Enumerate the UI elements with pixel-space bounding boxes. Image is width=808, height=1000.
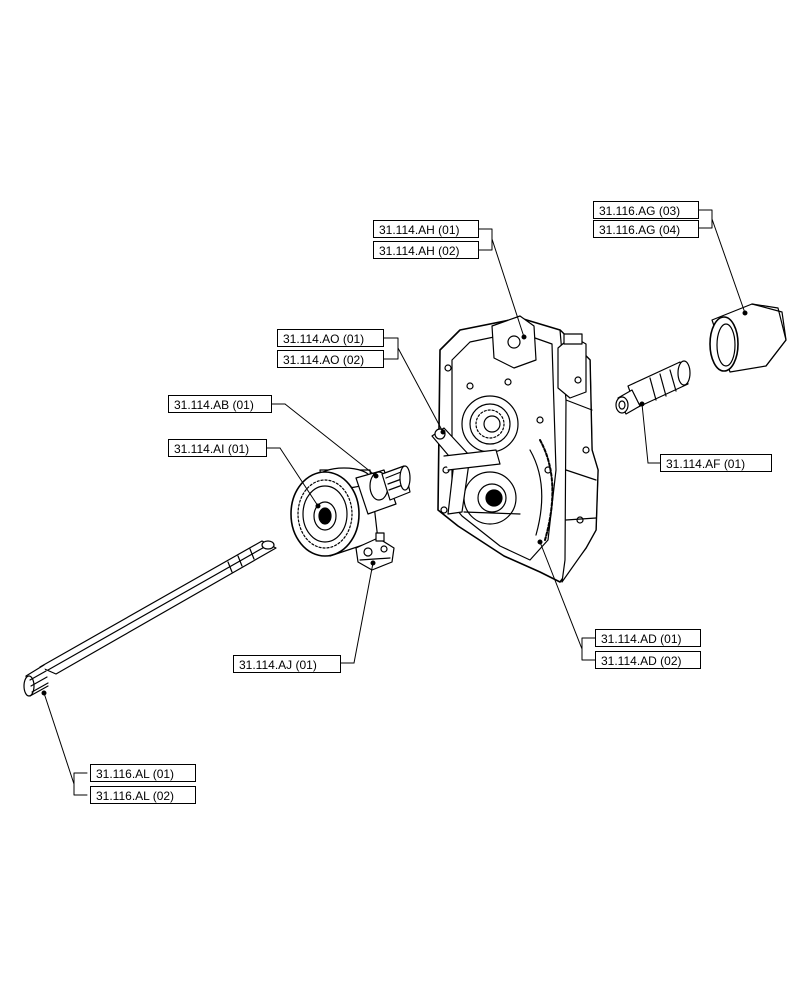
callout-31-114-ao-01[interactable]: 31.114.AO (01) xyxy=(277,329,384,347)
callout-31-116-al-01[interactable]: 31.116.AL (01) xyxy=(90,764,196,782)
output-shaft xyxy=(23,540,277,697)
callout-31-116-al-02[interactable]: 31.116.AL (02) xyxy=(90,786,196,804)
gearbox-housing xyxy=(431,315,599,583)
callout-31-114-ad-01[interactable]: 31.114.AD (01) xyxy=(595,629,701,647)
planetary-gear-assembly xyxy=(290,465,411,557)
callout-31-116-ag-04[interactable]: 31.116.AG (04) xyxy=(593,220,699,238)
callout-31-114-af-01[interactable]: 31.114.AF (01) xyxy=(660,454,772,472)
protective-cap xyxy=(709,303,787,373)
callout-31-116-ag-03[interactable]: 31.116.AG (03) xyxy=(593,201,699,219)
callout-31-114-ai-01[interactable]: 31.114.AI (01) xyxy=(168,439,267,457)
callout-31-114-ab-01[interactable]: 31.114.AB (01) xyxy=(168,395,272,413)
callout-31-114-ao-02[interactable]: 31.114.AO (02) xyxy=(277,350,384,368)
callout-31-114-ah-02[interactable]: 31.114.AH (02) xyxy=(373,241,479,259)
shift-fork-part xyxy=(355,532,395,571)
callout-31-114-ad-02[interactable]: 31.114.AD (02) xyxy=(595,651,701,669)
pto-stub-shaft xyxy=(615,360,691,415)
callout-31-114-aj-01[interactable]: 31.114.AJ (01) xyxy=(233,655,341,673)
callout-31-114-ah-01[interactable]: 31.114.AH (01) xyxy=(373,220,479,238)
leader-lines xyxy=(41,209,748,796)
